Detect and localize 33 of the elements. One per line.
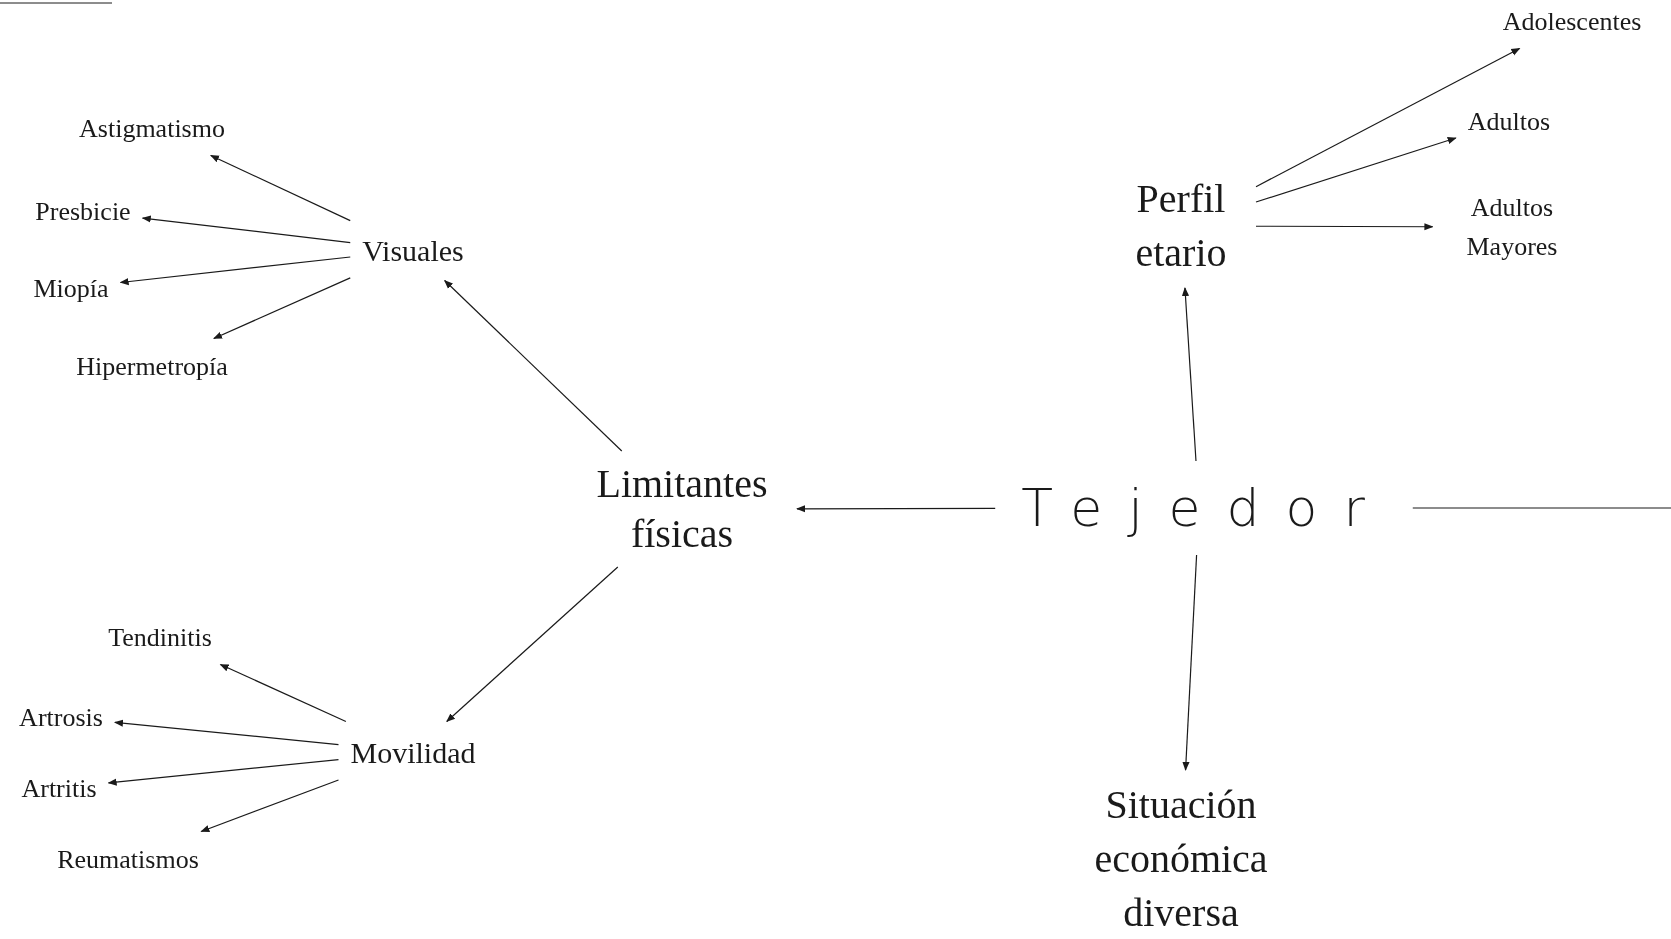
arrow <box>444 279 623 452</box>
arrow <box>114 719 340 746</box>
leaf-topic: Adultos Mayores <box>1465 192 1559 263</box>
arrow <box>213 277 351 340</box>
leaf-topic: Artrosis <box>19 701 103 734</box>
arrow <box>1255 137 1457 203</box>
leaf-topic: Presbicie <box>35 195 131 228</box>
subtopic: Movilidad <box>350 734 476 771</box>
leaf-topic: Hipermetropía <box>76 350 228 383</box>
arrow <box>119 256 351 286</box>
arrow <box>1255 223 1434 231</box>
leaf-topic: Miopía <box>33 272 109 305</box>
arrow <box>141 215 351 244</box>
central-topic: Tejedor <box>1021 477 1391 540</box>
arrow <box>1181 287 1197 462</box>
branch-topic: Situación económica diversa <box>1093 781 1269 937</box>
subtopic: Visuales <box>362 232 464 269</box>
leaf-topic: Reumatismos <box>57 843 199 876</box>
arrow <box>210 154 351 222</box>
arrow <box>446 566 619 723</box>
branch-topic: Limitantes físicas <box>595 460 769 558</box>
arrow <box>219 663 347 723</box>
arrow <box>200 779 340 833</box>
arrow <box>796 505 996 513</box>
leaf-topic: Artritis <box>21 772 97 805</box>
leaf-topic: Astigmatismo <box>79 112 225 145</box>
arrow <box>1255 47 1521 188</box>
branch-topic: Perfil etario <box>1134 175 1228 277</box>
leaf-topic: Adolescentes <box>1502 5 1642 38</box>
arrow <box>107 759 340 786</box>
leaf-topic: Adultos <box>1467 105 1551 138</box>
arrow <box>1182 554 1198 771</box>
leaf-topic: Tendinitis <box>108 621 212 654</box>
